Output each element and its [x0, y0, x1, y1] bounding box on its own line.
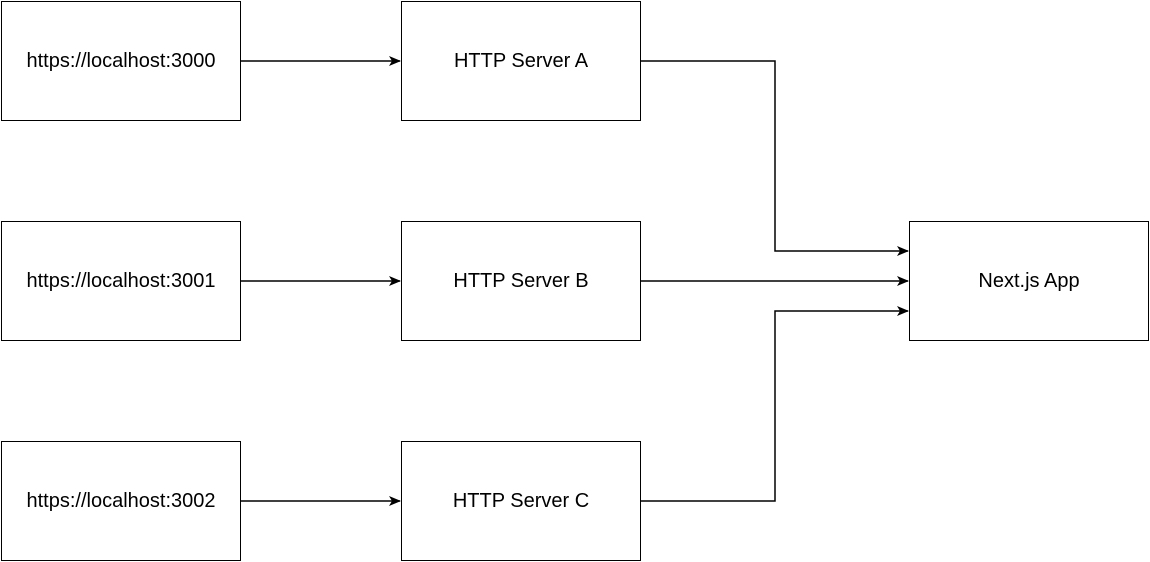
node-server-b: HTTP Server B: [401, 221, 641, 341]
arrow-server-a-to-nextjs: [641, 60, 909, 256]
node-server-c: HTTP Server C: [401, 441, 641, 561]
node-server-b-label: HTTP Server B: [453, 269, 589, 292]
node-url-3002: https://localhost:3002: [1, 441, 241, 561]
node-server-c-label: HTTP Server C: [452, 489, 590, 512]
node-url-3001-label: https://localhost:3001: [26, 269, 216, 292]
node-url-3000-label: https://localhost:3000: [26, 49, 216, 72]
node-server-a-label: HTTP Server A: [453, 49, 589, 72]
node-url-3000: https://localhost:3000: [1, 1, 241, 121]
node-url-3002-label: https://localhost:3002: [26, 489, 216, 512]
node-nextjs-app: Next.js App: [909, 221, 1149, 341]
arrow-server-c-to-nextjs: [641, 306, 909, 502]
node-url-3001: https://localhost:3001: [1, 221, 241, 341]
node-nextjs-app-label: Next.js App: [978, 269, 1080, 292]
node-server-a: HTTP Server A: [401, 1, 641, 121]
